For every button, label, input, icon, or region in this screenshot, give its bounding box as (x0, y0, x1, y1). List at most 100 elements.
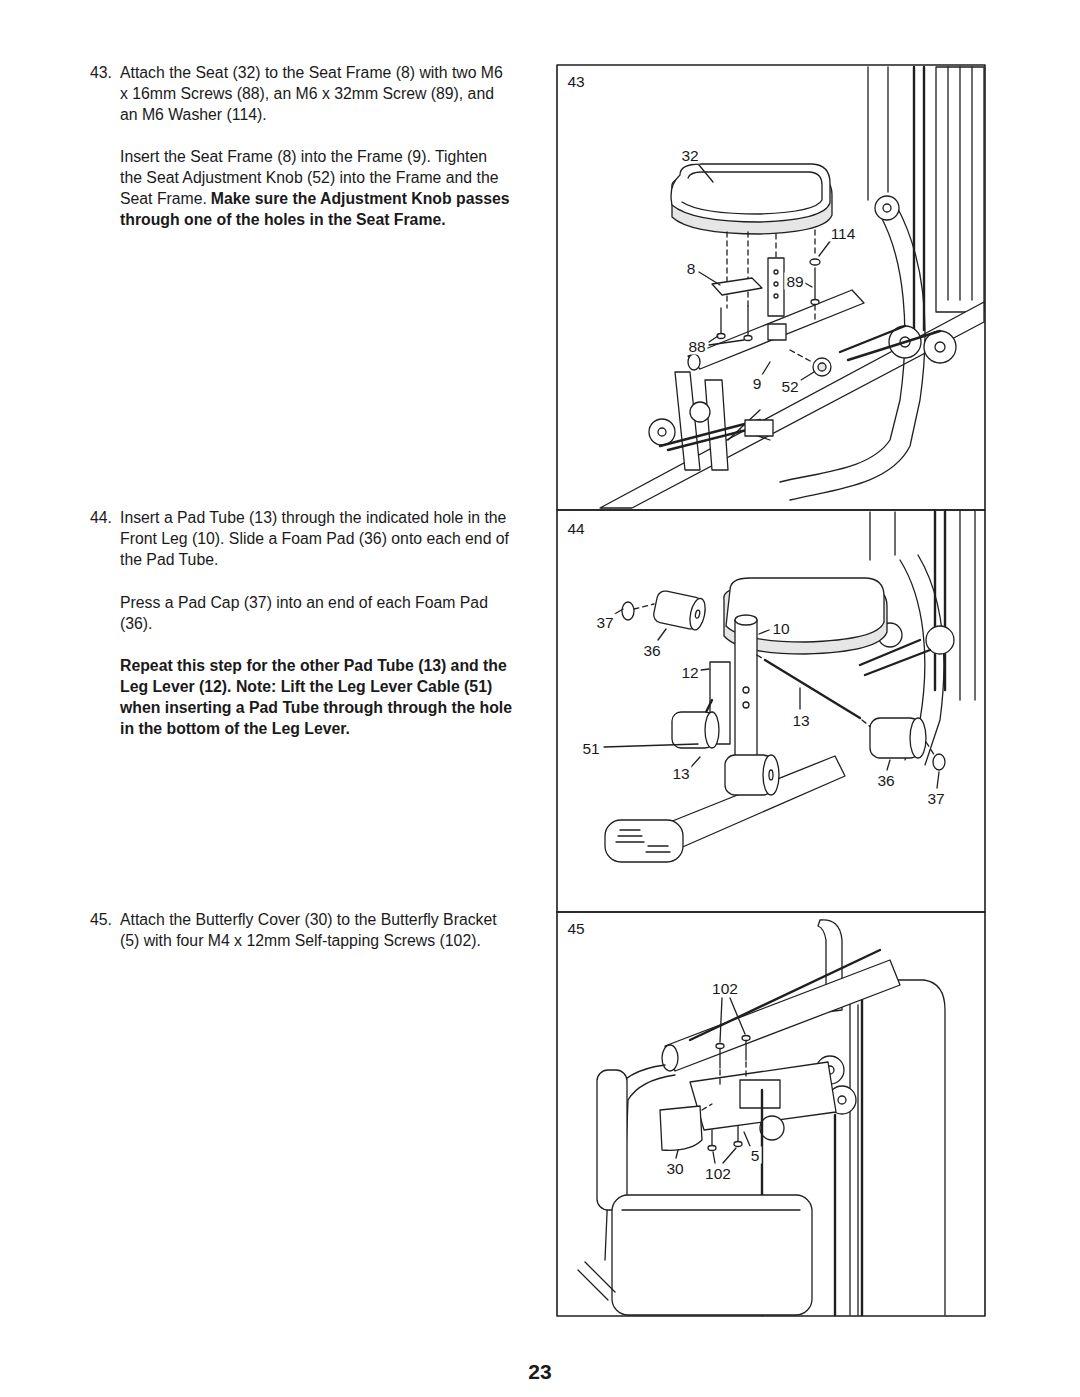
illustration-rect (740, 1080, 780, 1108)
illustration-rect (557, 510, 985, 912)
illustration-circle (924, 331, 956, 363)
illustration-line (701, 669, 709, 670)
paragraph-block: Insert the Seat Frame (8) into the Frame… (120, 146, 512, 230)
illustration-line (744, 1132, 750, 1146)
illustration-ellipse (687, 597, 707, 631)
illustration-ellipse (763, 755, 779, 795)
panel-number: 44 (565, 520, 586, 537)
illustration-line (709, 336, 718, 342)
step-43-drawing (600, 67, 984, 508)
panel-number: 45 (565, 920, 586, 937)
illustration-path (690, 950, 880, 1040)
illustration-ellipse (910, 718, 926, 758)
paragraph-block: 45. (90, 909, 122, 930)
illustration-ellipse (688, 354, 700, 370)
illustration-line (726, 232, 727, 283)
illustration-line (959, 511, 960, 700)
illustration-line (622, 1209, 800, 1210)
illustration-line (720, 998, 722, 1042)
paragraph-block: Attach the Seat (32) to the Seat Frame (… (120, 62, 512, 125)
callout-number: 102 (710, 980, 740, 997)
illustration-path (660, 1106, 702, 1150)
step-45-drawing (578, 920, 945, 1315)
illustration-ellipse (662, 1045, 678, 1071)
illustration-line (702, 1104, 712, 1110)
illustration-rect (612, 1195, 812, 1315)
illustration-line (709, 340, 744, 345)
illustration-ellipse (716, 1044, 724, 1049)
illustration-path (790, 205, 925, 500)
illustration-path (671, 164, 830, 222)
illustration-line (699, 272, 720, 285)
illustration-line (867, 67, 868, 200)
callout-number: 102 (703, 1165, 733, 1182)
illustration-circle (649, 419, 675, 445)
callout-number: 13 (670, 765, 691, 782)
illustration-line (745, 1062, 746, 1080)
illustration-rect (768, 324, 786, 340)
illustration-line (819, 240, 831, 256)
callout-number: 36 (875, 772, 896, 789)
callout-number: 52 (779, 378, 800, 395)
illustration-ellipse (744, 336, 752, 341)
page-number: 23 (528, 1360, 551, 1384)
step-number: 44. (90, 509, 112, 526)
illustration-line (747, 232, 748, 280)
illustration-line (762, 362, 770, 375)
illustration-ellipse (708, 1146, 716, 1151)
illustration-circle (690, 402, 710, 422)
instruction-emphasis: Repeat this step for the other Pad Tube … (120, 657, 512, 737)
illustration-circle (875, 196, 899, 220)
illustration-line (737, 1126, 738, 1142)
illustration-line (926, 742, 935, 756)
illustration-path (665, 960, 900, 1071)
illustration-line (719, 1070, 720, 1085)
illustration-line (887, 760, 890, 770)
illustration-line (834, 1115, 836, 1315)
illustration-circle (774, 270, 778, 274)
instruction-text: Insert a Pad Tube (13) through the indic… (120, 509, 509, 568)
callout-number: 30 (664, 1160, 685, 1177)
instruction-text: Attach the Seat (32) to the Seat Frame (… (120, 64, 503, 123)
callout-number: 13 (790, 712, 811, 729)
illustration-path (850, 980, 945, 1315)
illustration-ellipse (695, 610, 701, 619)
illustration-line (799, 688, 800, 709)
illustration-line (730, 998, 745, 1034)
illustration-line (934, 511, 936, 690)
step-number: 43. (90, 64, 112, 81)
illustration-rect (936, 67, 984, 312)
callout-number: 89 (784, 273, 805, 290)
illustration-ellipse (705, 712, 719, 748)
callout-number: 36 (641, 642, 662, 659)
illustration-g (652, 590, 708, 632)
illustration-line (790, 350, 812, 362)
illustration-ellipse (769, 770, 773, 780)
illustration-rect (768, 258, 784, 316)
illustration-line (676, 1150, 678, 1158)
illustration-circle (774, 294, 778, 298)
callout-number: 114 (829, 225, 858, 242)
step-44-drawing (604, 511, 975, 862)
illustration-line (723, 1148, 736, 1163)
callout-number: 88 (686, 338, 707, 355)
illustration-line (805, 283, 812, 287)
illustration-line (745, 1040, 746, 1060)
callout-number: 32 (679, 147, 700, 164)
illustration-circle (838, 1096, 846, 1104)
illustration-path (840, 326, 940, 360)
illustration-circle (743, 687, 749, 693)
instruction-text: Attach the Butterfly Cover (30) to the B… (120, 911, 497, 949)
illustration-path (616, 830, 670, 852)
illustration-path (682, 172, 822, 214)
illustration-line (937, 772, 939, 788)
illustration-path (705, 380, 728, 470)
callout-number: 51 (580, 740, 601, 757)
instruction-text: Press a Pad Cap (37) into an end of each… (120, 594, 488, 632)
illustration-line (913, 67, 915, 330)
panel-frames (557, 65, 985, 1316)
illustration-path (600, 302, 984, 508)
callout-number: 37 (594, 614, 615, 631)
illustration-line (765, 660, 860, 718)
